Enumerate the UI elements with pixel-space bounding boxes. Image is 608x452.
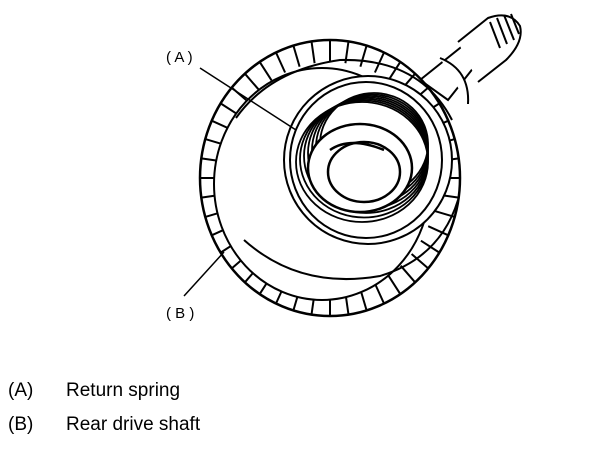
leader-line-b [183, 251, 225, 297]
drum-spline-tooth [310, 41, 316, 64]
drum-spline-tooth [244, 73, 261, 91]
drum-spline-tooth [258, 61, 273, 81]
drum-spline-tooth [275, 52, 287, 73]
legend-item-b: (B) Rear drive shaft [8, 414, 200, 436]
legend-key-b: (B) [8, 414, 34, 435]
drum-spline-tooth [387, 275, 402, 295]
callout-b: ( B ) [166, 305, 194, 322]
leader-line-a [199, 67, 297, 131]
legend-label-b: Rear drive shaft [66, 414, 201, 435]
drum-spline-tooth [373, 283, 385, 304]
drum-spline-tooth [359, 45, 368, 67]
legend-label-a: Return spring [66, 380, 181, 401]
legend-item-a: (A) Return spring [8, 380, 180, 402]
drum-spline-tooth [292, 45, 301, 67]
drum-spline-tooth [399, 265, 416, 283]
drive-shaft-stub [418, 13, 522, 105]
callout-a: ( A ) [166, 49, 193, 66]
center-bore [306, 122, 414, 214]
legend-key-a: (A) [8, 380, 34, 401]
drum-spline-tooth [387, 61, 402, 81]
drum-spline-tooth [427, 225, 449, 237]
drum-spline-tooth [410, 253, 429, 270]
